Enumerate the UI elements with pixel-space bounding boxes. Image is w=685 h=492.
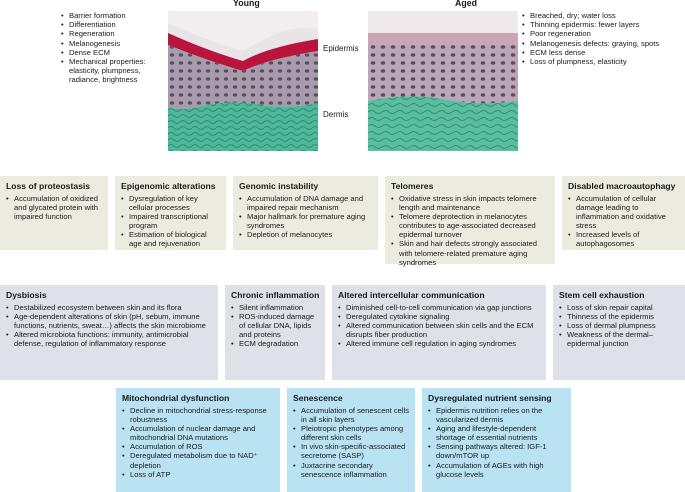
hallmark-title: Telomeres: [391, 181, 434, 191]
hallmark-item: Accumulation of senescent cells in all s…: [293, 406, 410, 424]
hallmark-box-dysregulated-nutrient-sensing: Dysregulated nutrient sensing Epidermis …: [422, 388, 571, 492]
aged-skin-histology: [368, 11, 518, 151]
young-feature: Dense ECM: [61, 48, 161, 57]
hallmark-item: Loss of skin repair capital: [559, 303, 680, 312]
hallmark-box-altered-intercellular-communication: Altered intercellular communication Dimi…: [332, 285, 546, 380]
young-skin-histology: [168, 11, 318, 151]
hallmark-items: Destabilized ecosystem between skin and …: [6, 303, 213, 348]
hallmark-item: Deregulated metabolism due to NAD⁺ deple…: [122, 451, 275, 469]
hallmark-item: Deregulated cytokine signaling: [338, 312, 541, 321]
hallmark-items: Accumulation of cellular damage leading …: [568, 194, 680, 249]
hallmark-item: In vivo skin-specific-associated secreto…: [293, 442, 410, 460]
hallmark-box-genomic-instability: Genomic instability Accumulation of DNA …: [233, 176, 378, 250]
hallmark-item: Silent inflammation: [231, 303, 320, 312]
young-feature: Barrier formation: [61, 11, 161, 20]
hallmark-title: Disabled macroautophagy: [568, 181, 676, 191]
epidermis-label: Epidermis: [319, 42, 363, 56]
hallmark-title: Chronic inflammation: [231, 290, 320, 300]
hallmark-item: Telomere deprotection in melanocytes con…: [391, 212, 550, 239]
hallmark-title: Epigenomic alterations: [121, 181, 216, 191]
hallmark-box-disabled-macroautophagy: Disabled macroautophagy Accumulation of …: [562, 176, 685, 250]
hallmark-item: Accumulation of ROS: [122, 442, 275, 451]
hallmark-item: Thinness of the epidermis: [559, 312, 680, 321]
hallmark-items: Accumulation of DNA damage and impaired …: [239, 194, 373, 240]
hallmark-items: Accumulation of senescent cells in all s…: [293, 406, 410, 479]
hallmark-box-senescence: Senescence Accumulation of senescent cel…: [287, 388, 415, 492]
hallmark-item: Epidermis nutrition relies on the vascul…: [428, 406, 566, 424]
hallmark-box-loss-of-proteostasis: Loss of proteostasis Accumulation of oxi…: [0, 176, 108, 250]
hallmark-item: Estimation of biological age and rejuven…: [121, 230, 221, 248]
hallmark-item: Dysregulation of key cellular processes: [121, 194, 221, 212]
young-title: Young: [233, 0, 260, 8]
hallmark-item: Skin and hair defects strongly associate…: [391, 239, 550, 266]
hallmark-item: Oxidative stress in skin impacts telomer…: [391, 194, 550, 212]
hallmark-item: Sensing pathways altered: IGF-1 down/mTO…: [428, 442, 566, 460]
hallmark-item: Accumulation of oxidized and glycated pr…: [6, 194, 103, 221]
hallmark-items: Loss of skin repair capital Thinness of …: [559, 303, 680, 348]
hallmark-box-stem-cell-exhaustion: Stem cell exhaustion Loss of skin repair…: [553, 285, 685, 380]
hallmark-title: Loss of proteostasis: [6, 181, 91, 191]
hallmark-item: Age-dependent alterations of skin (pH, s…: [6, 312, 213, 330]
hallmark-box-dysbiosis: Dysbiosis Destabilized ecosystem between…: [0, 285, 218, 380]
hallmark-item: Increased levels of autophagosomes: [568, 230, 680, 248]
hallmark-item: Accumulation of nuclear damage and mitoc…: [122, 424, 275, 442]
hallmark-item: Loss of ATP: [122, 470, 275, 479]
aged-feature: Loss of plumpness, elasticity: [522, 57, 667, 66]
hallmark-box-telomeres: Telomeres Oxidative stress in skin impac…: [385, 176, 555, 267]
hallmark-box-mitochondrial-dysfunction: Mitochondrial dysfunction Decline in mit…: [116, 388, 280, 492]
hallmark-item: Altered communication between skin cells…: [338, 321, 541, 339]
hallmark-items: Epidermis nutrition relies on the vascul…: [428, 406, 566, 479]
aged-feature: Melanogenesis defects: graying, spots: [522, 39, 667, 48]
hallmark-item: Altered immune cell regulation in aging …: [338, 339, 541, 348]
young-feature: Melanogenesis: [61, 39, 161, 48]
hallmark-item: Juxtacrine secondary senescence inflamma…: [293, 461, 410, 479]
hallmark-item: Diminished cell-to-cell communication vi…: [338, 303, 541, 312]
aged-feature: Breached, dry; water loss: [522, 11, 667, 20]
hallmark-item: Destabilized ecosystem between skin and …: [6, 303, 213, 312]
hallmark-item: Depletion of melanocytes: [239, 230, 373, 239]
hallmark-item: ROS-induced damage of cellular DNA, lipi…: [231, 312, 320, 339]
young-feature: Regeneration: [61, 29, 161, 38]
young-features-list: Barrier formation Differentiation Regene…: [61, 11, 161, 85]
hallmark-items: Diminished cell-to-cell communication vi…: [338, 303, 541, 349]
hallmark-item: Accumulation of DNA damage and impaired …: [239, 194, 373, 212]
hallmark-items: Dysregulation of key cellular processes …: [121, 194, 221, 249]
dermis-label: Dermis: [319, 108, 353, 122]
aged-features-list: Breached, dry; water loss Thinning epide…: [522, 11, 667, 66]
hallmark-item: Loss of dermal plumpness: [559, 321, 680, 330]
hallmark-items: Accumulation of oxidized and glycated pr…: [6, 194, 103, 221]
hallmark-title: Dysregulated nutrient sensing: [428, 393, 552, 403]
hallmark-items: Decline in mitochondrial stress-response…: [122, 406, 275, 479]
young-feature: Mechanical properties: elasticity, plump…: [61, 57, 161, 85]
aged-title: Aged: [455, 0, 477, 8]
young-feature: Differentiation: [61, 20, 161, 29]
hallmark-box-epigenomic-alterations: Epigenomic alterations Dysregulation of …: [115, 176, 226, 250]
hallmark-items: Oxidative stress in skin impacts telomer…: [391, 194, 550, 267]
hallmark-item: Aging and lifestyle-dependent shortage o…: [428, 424, 566, 442]
hallmark-title: Genomic instability: [239, 181, 319, 191]
hallmark-item: Impaired transcriptional program: [121, 212, 221, 230]
hallmark-item: Weakness of the dermal–epidermal junctio…: [559, 330, 680, 348]
hallmark-item: Altered microbiota functions: immunity, …: [6, 330, 213, 348]
hallmark-item: ECM degradation: [231, 339, 320, 348]
hallmark-box-chronic-inflammation: Chronic inflammation Silent inflammation…: [225, 285, 325, 380]
hallmark-item: Accumulation of cellular damage leading …: [568, 194, 680, 230]
hallmark-items: Silent inflammation ROS-induced damage o…: [231, 303, 320, 349]
hallmark-title: Mitochondrial dysfunction: [122, 393, 230, 403]
hallmark-title: Dysbiosis: [6, 290, 47, 300]
hallmark-title: Stem cell exhaustion: [559, 290, 645, 300]
aged-feature: Poor regeneration: [522, 29, 667, 38]
hallmark-item: Pleiotropic phenotypes among different s…: [293, 424, 410, 442]
hallmark-item: Major hallmark for premature aging syndr…: [239, 212, 373, 230]
aged-feature: Thinning epidermis: fewer layers: [522, 20, 667, 29]
hallmark-item: Decline in mitochondrial stress-response…: [122, 406, 275, 424]
hallmark-title: Altered intercellular communication: [338, 290, 485, 300]
hallmark-title: Senescence: [293, 393, 343, 403]
hallmark-item: Accumulation of AGEs with high glucose l…: [428, 461, 566, 479]
aged-feature: ECM less dense: [522, 48, 667, 57]
